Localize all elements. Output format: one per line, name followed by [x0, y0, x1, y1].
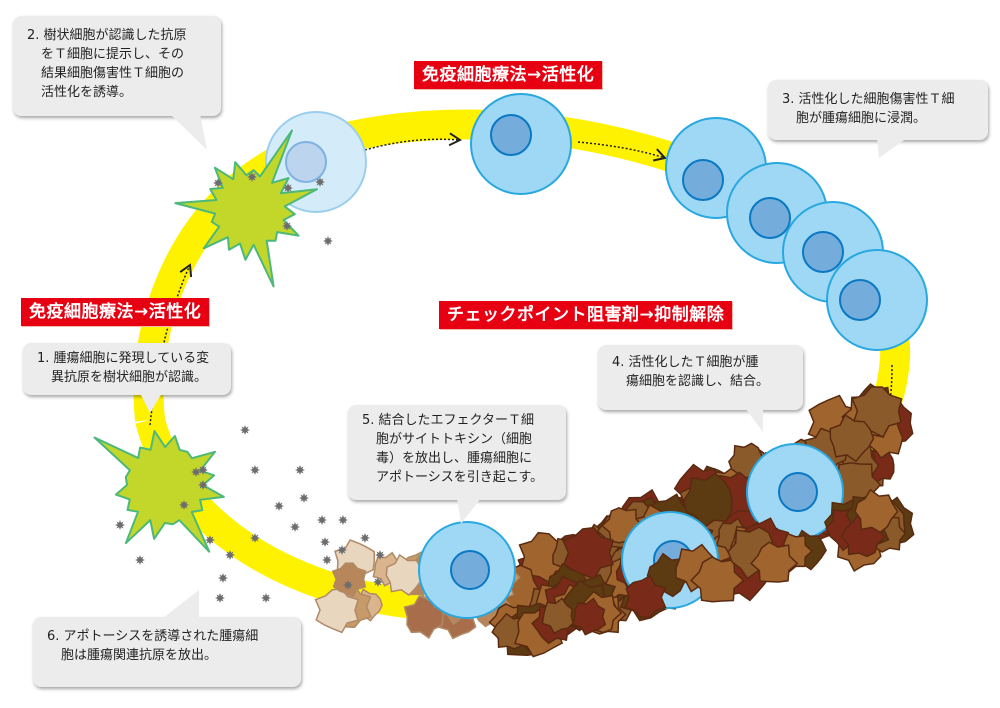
- antigen-particle-icon: [115, 520, 125, 530]
- bubble-tail: [163, 590, 199, 618]
- antigen-particle-icon: [360, 533, 370, 543]
- cycle-band: [133, 109, 911, 501]
- t-cell-nucleus: [749, 197, 791, 239]
- step-number: 3.: [782, 92, 795, 107]
- antigen-particle-icon: [343, 580, 353, 590]
- bubble-tail: [170, 114, 207, 150]
- antigen-particle-icon: [261, 593, 271, 603]
- antigen-particle-icon: [191, 467, 201, 477]
- antigen-particle-icon: [205, 535, 215, 545]
- t-cell-nucleus: [839, 279, 881, 321]
- antigen-particle-icon: [213, 178, 223, 188]
- t-cell-icon: [265, 111, 367, 213]
- step-number: 4.: [612, 355, 625, 370]
- t-cell-icon: [826, 249, 928, 351]
- step-text: 異抗原を樹状細胞が認識。: [51, 370, 208, 385]
- antigen-particle-icon: [198, 465, 208, 475]
- immune-therapy-label-left: 免疫細胞療法→活性化: [21, 298, 210, 326]
- step-4-bubble: 4. 活性化したＴ細胞が腫 瘍細胞を認識し、結合。: [598, 345, 803, 410]
- step-number: 6.: [47, 629, 60, 644]
- antigen-particle-icon: [373, 577, 383, 587]
- bubble-tail: [457, 498, 481, 524]
- antigen-particle-icon: [250, 465, 260, 475]
- t-cell-icon: [470, 93, 572, 195]
- bubble-tail: [745, 408, 763, 432]
- antigen-particle-icon: [375, 550, 385, 560]
- step-number: 2.: [27, 28, 40, 43]
- immune-therapy-label-top: 免疫細胞療法→活性化: [414, 61, 603, 89]
- tumor-cell-icon: [690, 556, 745, 603]
- tumor-cell-icon: [750, 541, 799, 583]
- antigen-particle-icon: [198, 480, 208, 490]
- antigen-particle-icon: [337, 545, 347, 555]
- tumor-cell-icon: [331, 562, 367, 598]
- t-cell-icon: [418, 521, 516, 619]
- step-text: 毒）を放出し、腫瘍細胞に: [376, 451, 533, 466]
- antigen-particle-icon: [299, 493, 309, 503]
- antigen-particle-icon: [225, 550, 235, 560]
- tumor-cell-icon: [829, 413, 875, 463]
- tumor-cell-icon: [854, 488, 899, 534]
- step-text: 樹状細胞が認識した抗原: [43, 28, 187, 43]
- step-3-bubble: 3. 活性化した細胞傷害性Ｔ細 胞が腫瘍細胞に浸潤。: [768, 80, 988, 140]
- dendritic-cell-icon: [174, 129, 318, 288]
- antigen-particle-icon: [322, 555, 332, 565]
- step-text: 腫瘍細胞に発現している変: [53, 351, 210, 366]
- step-text: 活性化を誘導。: [41, 85, 133, 100]
- step-number: 1.: [37, 351, 50, 366]
- antigen-particle-icon: [179, 500, 189, 510]
- checkpoint-inhibitor-label: チェックポイント阻害剤→抑制解除: [439, 301, 733, 329]
- step-text: 胞がサイトトキシン（細胞: [376, 432, 533, 447]
- antigen-particle-icon: [240, 425, 250, 435]
- dendritic-cell-icon: [93, 430, 225, 553]
- t-cell-nucleus: [802, 231, 844, 273]
- step-text: 胞は腫瘍関連抗原を放出。: [61, 648, 218, 663]
- step-text: 結果細胞傷害性Ｔ細胞の: [41, 66, 185, 81]
- tumor-cell-icon: [562, 526, 615, 580]
- antigen-particle-icon: [317, 515, 327, 525]
- t-cell-nucleus: [490, 114, 532, 156]
- t-cell-nucleus: [682, 159, 724, 201]
- step-1-bubble: 1. 腫瘍細胞に発現している変 異抗原を樹状細胞が認識。: [23, 343, 231, 395]
- antigen-particle-icon: [320, 537, 330, 547]
- t-cell-nucleus: [285, 141, 327, 183]
- dotted-arrow-icon: [577, 141, 667, 162]
- bubble-tail: [140, 393, 162, 413]
- tumor-cell-icon: [314, 587, 360, 634]
- step-text: 瘍細胞を認識し、結合。: [626, 374, 770, 389]
- tumor-cell-icon: [572, 597, 607, 636]
- antigen-particle-icon: [282, 221, 292, 231]
- t-cell-nucleus: [778, 472, 818, 512]
- antigen-particle-icon: [290, 522, 300, 532]
- t-cell-icon: [746, 443, 844, 541]
- tumor-cell-icon: [385, 553, 426, 596]
- antigen-particle-icon: [295, 465, 305, 475]
- antigen-particle-icon: [274, 501, 284, 511]
- step-text: アポトーシスを引き起こす。: [376, 470, 544, 485]
- step-text: 胞が腫瘍細胞に浸潤。: [796, 111, 927, 126]
- step-text: アポトーシスを誘導された腫瘍細: [63, 629, 259, 644]
- step-number: 5.: [362, 413, 375, 428]
- step-5-bubble: 5. 結合したエフェクターＴ細 胞がサイトトキシン（細胞 毒）を放出し、腫瘍細胞…: [348, 405, 566, 500]
- tumor-cell-icon: [541, 597, 575, 635]
- bubble-tail: [877, 138, 907, 158]
- step-text: 活性化した細胞傷害性Ｔ細: [798, 92, 955, 107]
- step-text: をＴ細胞に提示し、その: [41, 47, 185, 62]
- step-6-bubble: 6. アポトーシスを誘導された腫瘍細 胞は腫瘍関連抗原を放出。: [33, 617, 301, 687]
- antigen-particle-icon: [247, 172, 257, 182]
- step-2-bubble: 2. 樹状細胞が認識した抗原 をＴ細胞に提示し、その 結果細胞傷害性Ｔ細胞の 活…: [13, 16, 221, 116]
- antigen-particle-icon: [323, 236, 333, 246]
- antigen-particle-icon: [218, 573, 228, 583]
- antigen-particle-icon: [215, 593, 225, 603]
- tumor-cell-icon: [623, 574, 667, 619]
- antigen-particle-icon: [338, 515, 348, 525]
- t-cell-nucleus: [450, 550, 490, 590]
- step-text: 活性化したＴ細胞が腫: [628, 355, 759, 370]
- antigen-particle-icon: [315, 177, 325, 187]
- antigen-particle-icon: [250, 533, 260, 543]
- step-text: 結合したエフェクターＴ細: [378, 413, 535, 428]
- antigen-particle-icon: [135, 555, 145, 565]
- tumor-cell-icon: [683, 472, 733, 530]
- antigen-particle-icon: [283, 183, 293, 193]
